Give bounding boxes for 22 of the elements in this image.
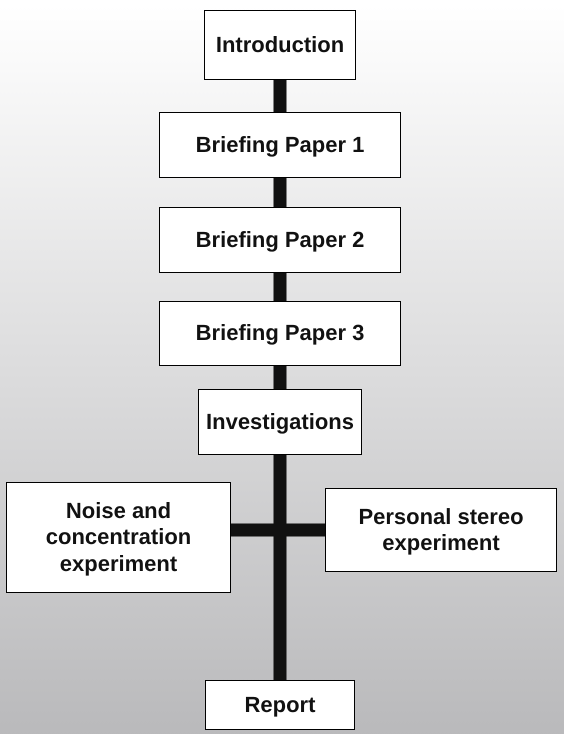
box-label: Briefing Paper 2 [196,226,364,254]
box-label: Investigations [206,408,354,436]
box-label: Report [244,692,316,718]
process-box [204,10,356,80]
box-label: Briefing Paper 1 [196,132,364,158]
box-label: Briefing Paper 3 [196,320,364,347]
process-box [159,112,401,178]
process-box [205,680,355,730]
box-label: Personal stereo experiment [357,504,525,556]
process-box [325,488,557,572]
process-box [159,301,401,366]
box-label: Introduction [216,32,344,58]
process-box [159,207,401,273]
connector-line [274,273,286,301]
connector-line [274,178,286,207]
connector-line [274,455,286,680]
connector-line [231,524,325,536]
process-box [198,389,362,455]
connector-line [274,366,286,389]
connector-line [274,80,286,112]
process-box [6,482,231,593]
box-label: Noise and concentration experiment [44,498,192,578]
